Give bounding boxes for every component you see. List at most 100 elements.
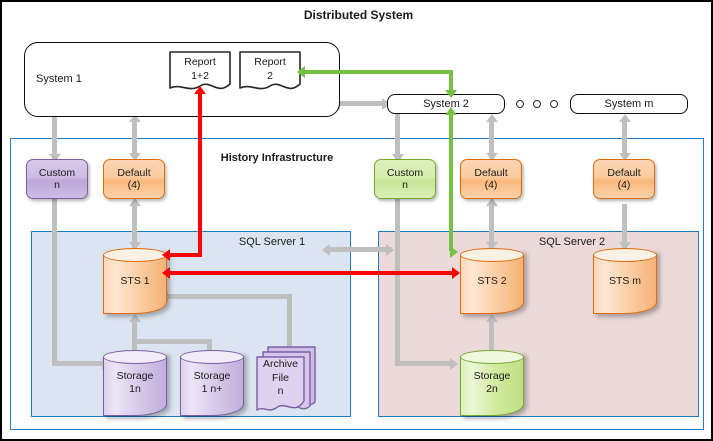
storage-1n-line2: 1n [129, 383, 141, 395]
report-2-line2: 2 [267, 69, 273, 82]
storage-1n-plus-cylinder[interactable]: Storage 1 n+ [180, 350, 247, 419]
connector-default4c-stsm [622, 204, 627, 248]
arrowhead-up [128, 314, 141, 322]
storage-1n-line1: Storage [116, 370, 154, 383]
sts-1-cylinder[interactable]: STS 1 [103, 248, 170, 317]
service-label-line2: n [402, 179, 408, 191]
service-custom-n-1[interactable]: Custom n [26, 159, 88, 199]
service-label-line1: Default [117, 166, 151, 179]
arrowhead-down [391, 154, 404, 162]
service-label-line1: Custom [38, 166, 76, 179]
sts-m-label: STS m [608, 274, 642, 287]
system-m-box[interactable] [570, 94, 688, 114]
service-label-line2: n [54, 179, 60, 191]
arrowhead-up [618, 114, 631, 122]
history-infrastructure-label: History Infrastructure [220, 152, 334, 164]
arrowhead-down [485, 153, 498, 161]
arrowhead-up [485, 198, 498, 206]
arrowhead-down [485, 242, 498, 250]
ellipsis-dot-1 [516, 100, 524, 108]
service-label-line2: (4) [617, 179, 631, 191]
service-label-line1: Default [607, 166, 641, 179]
cylinder-top [103, 350, 167, 364]
arrowhead-up [128, 198, 141, 206]
cylinder-top [460, 350, 524, 364]
flow-red-elbow-horizontal [170, 253, 202, 257]
sts-2-cylinder[interactable]: STS 2 [460, 248, 527, 317]
arrowhead-red-left [162, 248, 170, 261]
document-shape-icon [239, 51, 301, 90]
system-m-label: System m [604, 98, 654, 110]
arrowhead-right [382, 97, 390, 110]
report-1-2-document[interactable]: Report 1+2 [169, 51, 231, 94]
arrowhead-left [322, 243, 330, 256]
flow-green-sts2-to-system2 [449, 114, 453, 251]
arrowhead-up [485, 314, 498, 322]
service-label-line2: (4) [127, 179, 141, 191]
report-2-document[interactable]: Report 2 [239, 51, 301, 94]
arrowhead-green-left [297, 66, 305, 78]
archive-line1: Archive [262, 358, 298, 370]
storage-1n-plus-line1: Storage [193, 370, 231, 383]
cylinder-body [593, 255, 657, 314]
connector-archive-left [167, 294, 292, 299]
connector-archive-vert [287, 294, 292, 324]
arrowhead-down [618, 153, 631, 161]
report-2-line1: Report [254, 56, 286, 68]
connector-storage1nplus-left [132, 339, 212, 344]
arrowhead-right [386, 243, 394, 256]
storage-2n-cylinder[interactable]: Storage 2n [460, 350, 527, 419]
storage-2n-line1: Storage [473, 370, 511, 383]
service-default-4-3[interactable]: Default (4) [593, 159, 655, 199]
arrowhead-red-right [452, 266, 460, 279]
cylinder-body [103, 357, 167, 416]
service-label-line1: Custom [386, 166, 424, 179]
sql-server-2-label: SQL Server 2 [538, 236, 606, 248]
cylinder-top [180, 350, 244, 364]
connector-customn2-right [395, 361, 455, 366]
document-shape-icon [169, 51, 231, 90]
arrowhead-up [128, 114, 141, 122]
arrowhead-green-up [445, 107, 457, 115]
connector-default4b-sts2 [489, 204, 494, 248]
arrowhead-right [450, 357, 458, 370]
service-custom-n-2[interactable]: Custom n [374, 159, 436, 199]
cylinder-top [460, 248, 524, 262]
arrowhead-red-left [162, 266, 170, 279]
connector-system1-to-custom-n [52, 117, 57, 159]
cylinder-top [593, 248, 657, 262]
ellipsis-dot-2 [533, 100, 541, 108]
service-label-line1: Default [474, 166, 508, 179]
connector-sql1-sql2 [328, 247, 392, 252]
system-1-label: System 1 [36, 73, 82, 85]
storage-1n-cylinder[interactable]: Storage 1n [103, 350, 170, 419]
report-1-2-line1: Report [184, 56, 216, 68]
archive-line2: File [272, 371, 289, 384]
archive-line3: n [277, 385, 284, 398]
system-2-label: System 2 [423, 98, 469, 110]
flow-red-sts1-to-report [198, 94, 202, 257]
connector-customn-down [52, 198, 57, 366]
sts-1-label: STS 1 [120, 274, 150, 287]
flow-red-sts2-to-sts1 [170, 271, 458, 275]
connector-default4-system1 [132, 120, 137, 158]
report-1-2-line2: 1+2 [191, 69, 209, 82]
sts-2-label: STS 2 [477, 274, 507, 287]
sql-server-1-label: SQL Server 1 [238, 236, 306, 248]
connector-system2-to-customn2 [395, 114, 400, 159]
connector-customn2-down [395, 198, 400, 366]
service-default-4-1[interactable]: Default (4) [103, 159, 165, 199]
arrowhead-red-up [194, 86, 206, 94]
sts-m-cylinder[interactable]: STS m [593, 248, 660, 317]
storage-2n-line2: 2n [486, 383, 498, 395]
archive-file-icon [256, 346, 316, 411]
flow-green-down-into-system2 [449, 70, 453, 96]
service-default-4-2[interactable]: Default (4) [460, 159, 522, 199]
cylinder-body [103, 255, 167, 314]
archive-file-stack[interactable]: Archive File n [254, 344, 324, 416]
connector-customn-right [52, 361, 108, 366]
ellipsis-dot-3 [550, 100, 558, 108]
service-label-line2: (4) [484, 179, 498, 191]
arrowhead-down [48, 154, 61, 162]
